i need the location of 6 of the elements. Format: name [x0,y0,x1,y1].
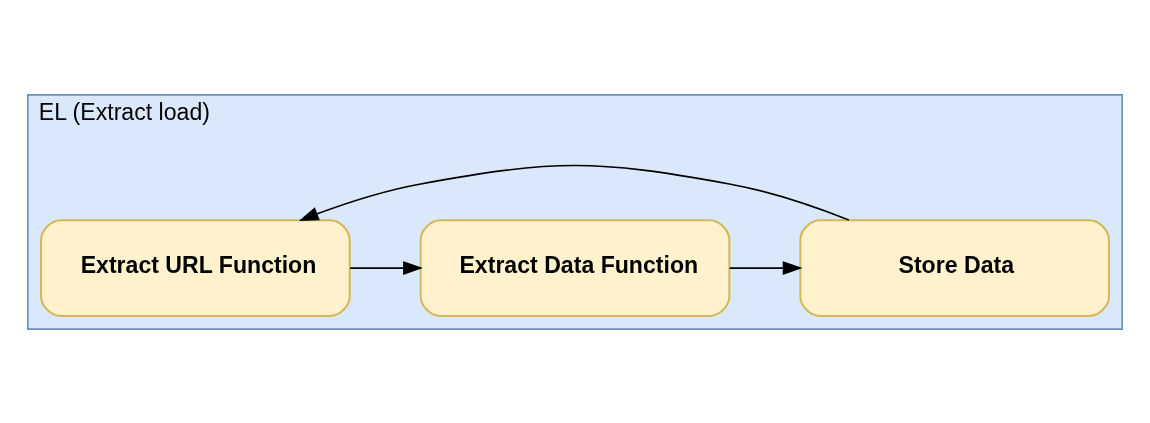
node-box: Store Data [799,218,1110,317]
node-box: Extract URL Function [40,218,351,317]
arrow [349,260,423,275]
node-box: Extract Data Function [419,218,731,317]
arrow [298,164,850,221]
arrow [728,260,803,275]
